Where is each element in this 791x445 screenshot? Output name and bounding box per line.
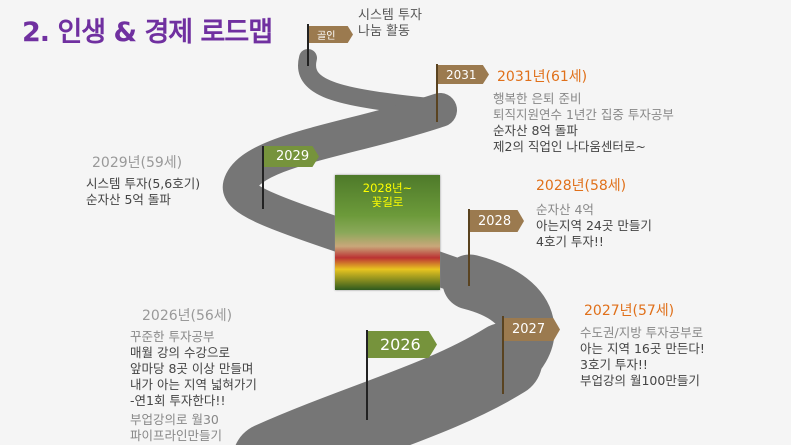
milestone-line: 수도권/지방 투자공부로: [580, 325, 704, 340]
flag-pole: [502, 316, 504, 394]
milestone-2026: 2026년(56세) 꾸준한 투자공부 매월 강의 수강으로 앞마당 8곳 이상…: [130, 305, 257, 444]
milestone-line: 4호기 투자!!: [536, 234, 604, 249]
milestone-line: 앞마당 8곳 이상 만들며: [130, 361, 254, 376]
goal-line: 나눔 활동: [358, 24, 410, 39]
flag-2026: 2026: [368, 331, 437, 358]
milestone-line: 내가 아는 지역 넓혀가기: [130, 377, 257, 392]
goal-line: 시스템 투자: [358, 8, 422, 23]
milestone-2028: 2028년(58세) 순자산 4억 아는지역 24곳 만들기 4호기 투자!!: [536, 175, 652, 250]
milestone-2029: 2029년(59세) 시스템 투자(5,6호기) 순자산 5억 돌파: [86, 152, 200, 208]
milestone-line: 퇴직지원연수 1년간 집중 투자공부: [493, 107, 674, 122]
milestone-2027: 2027년(57세) 수도권/지방 투자공부로 아는 지역 16곳 만든다! 3…: [580, 300, 705, 389]
milestone-line: 순자산 8억 돌파: [493, 123, 578, 138]
milestone-line: 파이프라인만들기: [130, 428, 223, 443]
flag-pole: [307, 24, 309, 66]
flag-2027: 2027: [504, 318, 560, 341]
milestone-heading: 2028년(58세): [536, 178, 627, 194]
milestone-line: 제2의 직업인 나다움센터로~: [493, 139, 646, 154]
milestone-line: 매월 강의 수강으로: [130, 345, 230, 360]
goal-text: 시스템 투자 나눔 활동: [358, 8, 422, 40]
milestone-heading: 2029년(59세): [92, 155, 183, 171]
milestone-line: 3호기 투자!!: [580, 357, 648, 372]
photo-caption: 꽃길로: [371, 195, 404, 209]
milestone-line: 아는 지역 16곳 만든다!: [580, 341, 705, 356]
milestone-line: 시스템 투자(5,6호기): [86, 176, 201, 191]
milestone-heading: 2027년(57세): [584, 303, 675, 319]
milestone-line: 부업강의로 월30: [130, 412, 219, 427]
flower-road-photo: 2028년~ 꽃길로: [335, 175, 440, 290]
flag-2028: 2028: [470, 210, 524, 232]
milestone-line: 아는지역 24곳 만들기: [536, 218, 652, 233]
milestone-line: -연1회 투자한다!!: [130, 393, 226, 408]
milestone-line: 순자산 4억: [536, 202, 594, 217]
milestone-2031: 2031년(61세) 행복한 은퇴 준비 퇴직지원연수 1년간 집중 투자공부 …: [493, 66, 674, 155]
milestone-line: 순자산 5억 돌파: [86, 192, 171, 207]
milestone-heading: 2026년(56세): [142, 308, 233, 324]
milestone-line: 행복한 은퇴 준비: [493, 91, 582, 106]
flag-pole: [436, 64, 438, 122]
milestone-line: 꾸준한 투자공부: [130, 329, 215, 344]
page-title: 2. 인생 & 경제 로드맵: [22, 17, 273, 48]
flag-pole: [262, 146, 264, 209]
milestone-heading: 2031년(61세): [497, 69, 588, 85]
flag-2029: 2029: [264, 146, 319, 167]
flag-goal: 골인: [309, 26, 353, 43]
milestone-line: 부업강의 월100만들기: [580, 373, 700, 388]
flag-pole: [468, 209, 470, 286]
photo-caption: 2028년~: [362, 181, 413, 195]
flag-2031: 2031: [438, 65, 489, 84]
flag-pole: [366, 330, 368, 420]
